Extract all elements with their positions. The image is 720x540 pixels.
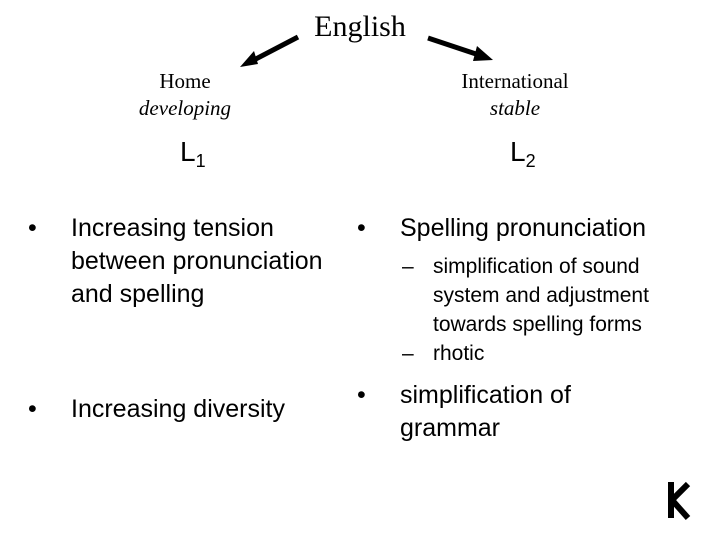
left-heading-label: Home bbox=[159, 69, 211, 93]
right-bullet-list: •Spelling pronunciation bbox=[357, 212, 707, 245]
list-item: •Increasing diversity bbox=[28, 395, 285, 423]
left-subheading: developing bbox=[138, 96, 232, 120]
left-bullet-list: •Increasing tension between pronunciatio… bbox=[28, 212, 328, 311]
arrow-left-icon bbox=[240, 34, 300, 67]
right-bullet-list-2: •simplification of grammar bbox=[357, 379, 657, 445]
list-item: •Increasing tension between pronunciatio… bbox=[28, 214, 323, 308]
list-item: •Spelling pronunciation bbox=[357, 214, 647, 242]
right-heading: International stable bbox=[425, 68, 605, 122]
right-heading-label: International bbox=[461, 69, 569, 93]
right-variety-label: L2 bbox=[510, 136, 536, 171]
list-item: •simplification of grammar bbox=[357, 381, 571, 442]
right-subheading: stable bbox=[489, 96, 541, 120]
right-sub-bullet-list: –simplification of sound system and adju… bbox=[402, 252, 692, 368]
left-bullet-list-2: •Increasing diversity bbox=[28, 393, 348, 426]
list-item: –rhotic bbox=[402, 342, 485, 365]
slide-title: English bbox=[314, 10, 406, 43]
left-variety-label: L1 bbox=[180, 136, 206, 171]
corner-logo-icon bbox=[668, 481, 691, 520]
list-item: –simplification of sound system and adju… bbox=[402, 255, 649, 336]
left-heading: Home developing bbox=[105, 68, 265, 122]
arrow-right-icon bbox=[427, 35, 493, 61]
